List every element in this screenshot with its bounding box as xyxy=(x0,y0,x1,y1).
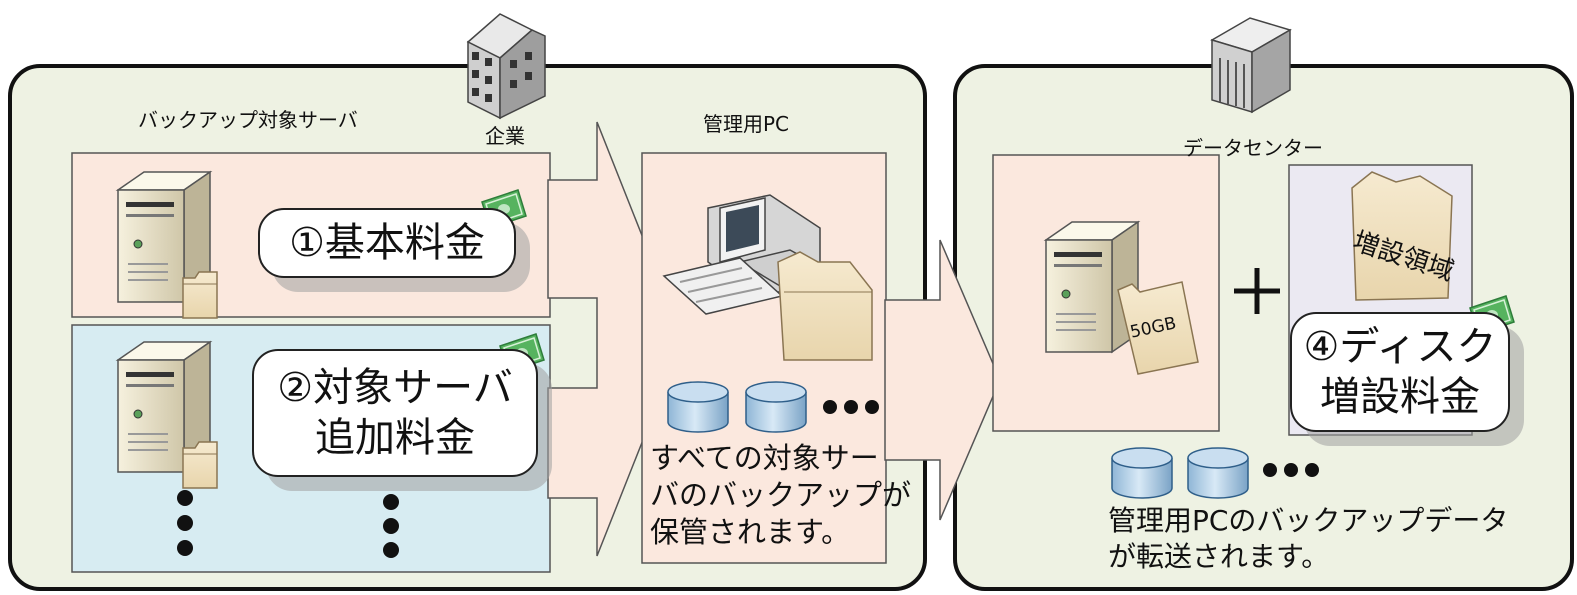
storage-cylinder-icon xyxy=(745,381,807,433)
basic-fee-callout: ①基本料金 xyxy=(258,208,516,278)
basic-fee-label: ①基本料金 xyxy=(289,220,485,266)
folder-icon xyxy=(182,271,218,319)
pc-note-line1: すべての対象サー xyxy=(650,441,879,475)
pc-note-line3: 保管されます。 xyxy=(650,515,851,550)
storage-cylinder-icon xyxy=(1187,447,1249,499)
plus-icon xyxy=(1234,268,1280,314)
storage-cylinder-icon xyxy=(1111,447,1173,499)
pc-note: すべての対象サー バのバックアップが 保管されます。 xyxy=(650,440,911,551)
disk-add-fee-line2: 増設料金 xyxy=(1320,374,1480,420)
transfer-note-line2: が転送されます。 xyxy=(1108,540,1330,574)
office-building-icon xyxy=(466,13,546,120)
disk-add-fee-line1: ④ディスク xyxy=(1303,324,1497,370)
expansion-folder-icon xyxy=(1351,171,1453,301)
folder-icon xyxy=(1117,281,1199,375)
server-add-fee-callout: ②対象サーバ 追加料金 xyxy=(252,349,538,477)
transfer-note-line1: 管理用PCのバックアップデータ xyxy=(1108,504,1509,537)
server-add-fee-line1: ②対象サーバ xyxy=(277,365,513,411)
transfer-note: 管理用PCのバックアップデータ が転送されます。 xyxy=(1108,503,1508,576)
storage-cylinder-icon xyxy=(667,381,729,433)
folder-icon xyxy=(182,441,218,489)
folder-icon xyxy=(777,251,873,361)
more-servers-dots xyxy=(177,490,399,558)
disk-add-fee-callout: ④ディスク 増設料金 xyxy=(1290,312,1510,432)
pc-label: 管理用PC xyxy=(703,112,790,136)
pc-note-line2: バのバックアップが xyxy=(650,478,912,513)
server-add-fee-line2: 追加料金 xyxy=(315,415,475,461)
company-title: 企業 xyxy=(485,124,525,148)
servers-label: バックアップ対象サーバ xyxy=(138,108,358,132)
more-dots xyxy=(823,400,879,414)
datacenter-title: データセンター xyxy=(1183,136,1323,160)
datacenter-building-icon xyxy=(1210,17,1292,114)
more-dots xyxy=(1263,463,1319,477)
